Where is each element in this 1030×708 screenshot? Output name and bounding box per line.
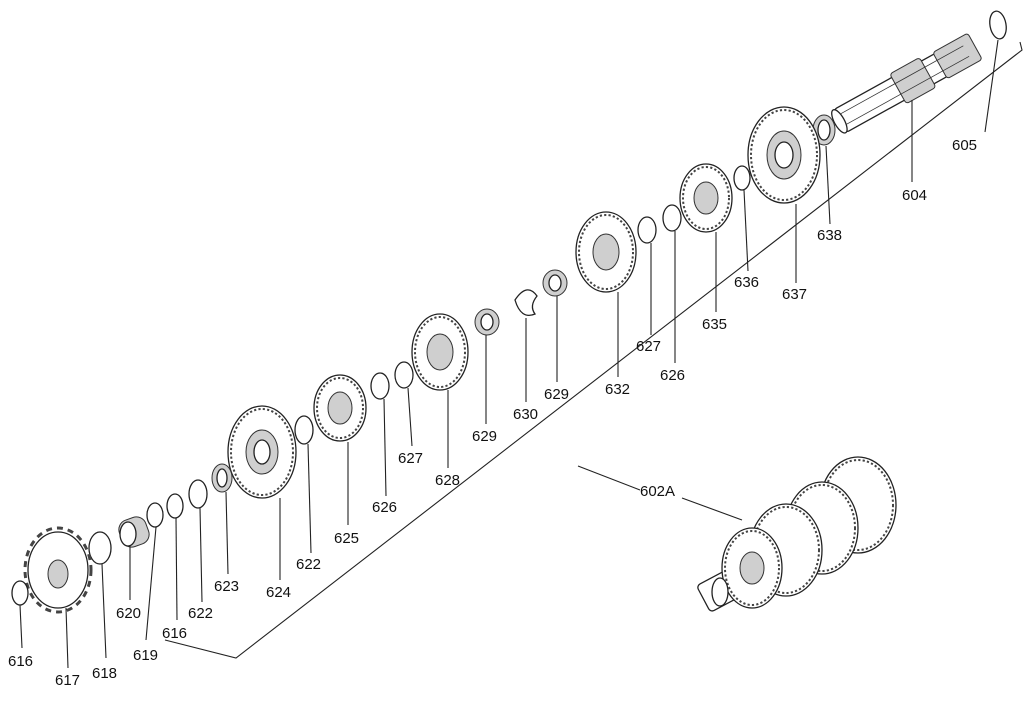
label-619: 619: [133, 647, 158, 664]
label-622-lower: 622: [188, 605, 213, 622]
gear-635: [679, 163, 733, 233]
circlip-626-upper: [662, 204, 682, 232]
label-623: 623: [214, 578, 239, 595]
gear-625: [313, 374, 367, 442]
gear-624: [227, 405, 297, 499]
label-629-lower: 629: [472, 428, 497, 445]
spacer-630: [514, 289, 538, 317]
bearing-629-upper: [542, 269, 568, 297]
label-624: 624: [266, 584, 291, 601]
sprocket-617: [23, 526, 93, 614]
needle-bearing-623: [211, 463, 233, 493]
label-637: 637: [782, 286, 807, 303]
label-622-upper: 622: [296, 556, 321, 573]
assembly-bracket: [164, 41, 1023, 659]
label-602A: 602A: [640, 483, 675, 500]
washer-605: [989, 10, 1007, 40]
washer-618: [88, 531, 112, 565]
circlip-616-lower: [11, 580, 29, 606]
washer-627-upper: [637, 216, 657, 244]
bushing-620: [118, 516, 150, 548]
gear-628: [411, 313, 469, 391]
label-626-upper: 626: [660, 367, 685, 384]
gear-632: [575, 211, 637, 293]
label-616-upper: 616: [162, 625, 187, 642]
label-630: 630: [513, 406, 538, 423]
label-627-lower: 627: [398, 450, 423, 467]
washer-622-lower: [188, 479, 208, 509]
bearing-629-lower: [474, 308, 500, 336]
label-626-lower: 626: [372, 499, 397, 516]
label-620: 620: [116, 605, 141, 622]
label-635: 635: [702, 316, 727, 333]
gear-637: [747, 106, 821, 204]
main-shaft: [831, 33, 982, 134]
ring-619: [146, 502, 164, 528]
label-604: 604: [902, 187, 927, 204]
label-629-upper: 629: [544, 386, 569, 403]
label-617: 617: [55, 672, 80, 689]
washer-622-upper: [294, 415, 314, 445]
label-625: 625: [334, 530, 359, 547]
label-632: 632: [605, 381, 630, 398]
label-628: 628: [435, 472, 460, 489]
label-618: 618: [92, 665, 117, 682]
gear-cluster-602A: [697, 456, 897, 612]
label-616-lower: 616: [8, 653, 33, 670]
label-605: 605: [952, 137, 977, 154]
washer-636: [733, 165, 751, 191]
label-627-upper: 627: [636, 338, 661, 355]
leader-lines: [19, 39, 999, 669]
circlip-616-upper: [166, 493, 184, 519]
label-638: 638: [817, 227, 842, 244]
part-labels: 602A 604 605 638 637 636 635 626 627 632…: [8, 137, 977, 689]
label-636: 636: [734, 274, 759, 291]
washer-627-lower: [394, 361, 414, 389]
circlip-626-lower: [370, 372, 390, 400]
